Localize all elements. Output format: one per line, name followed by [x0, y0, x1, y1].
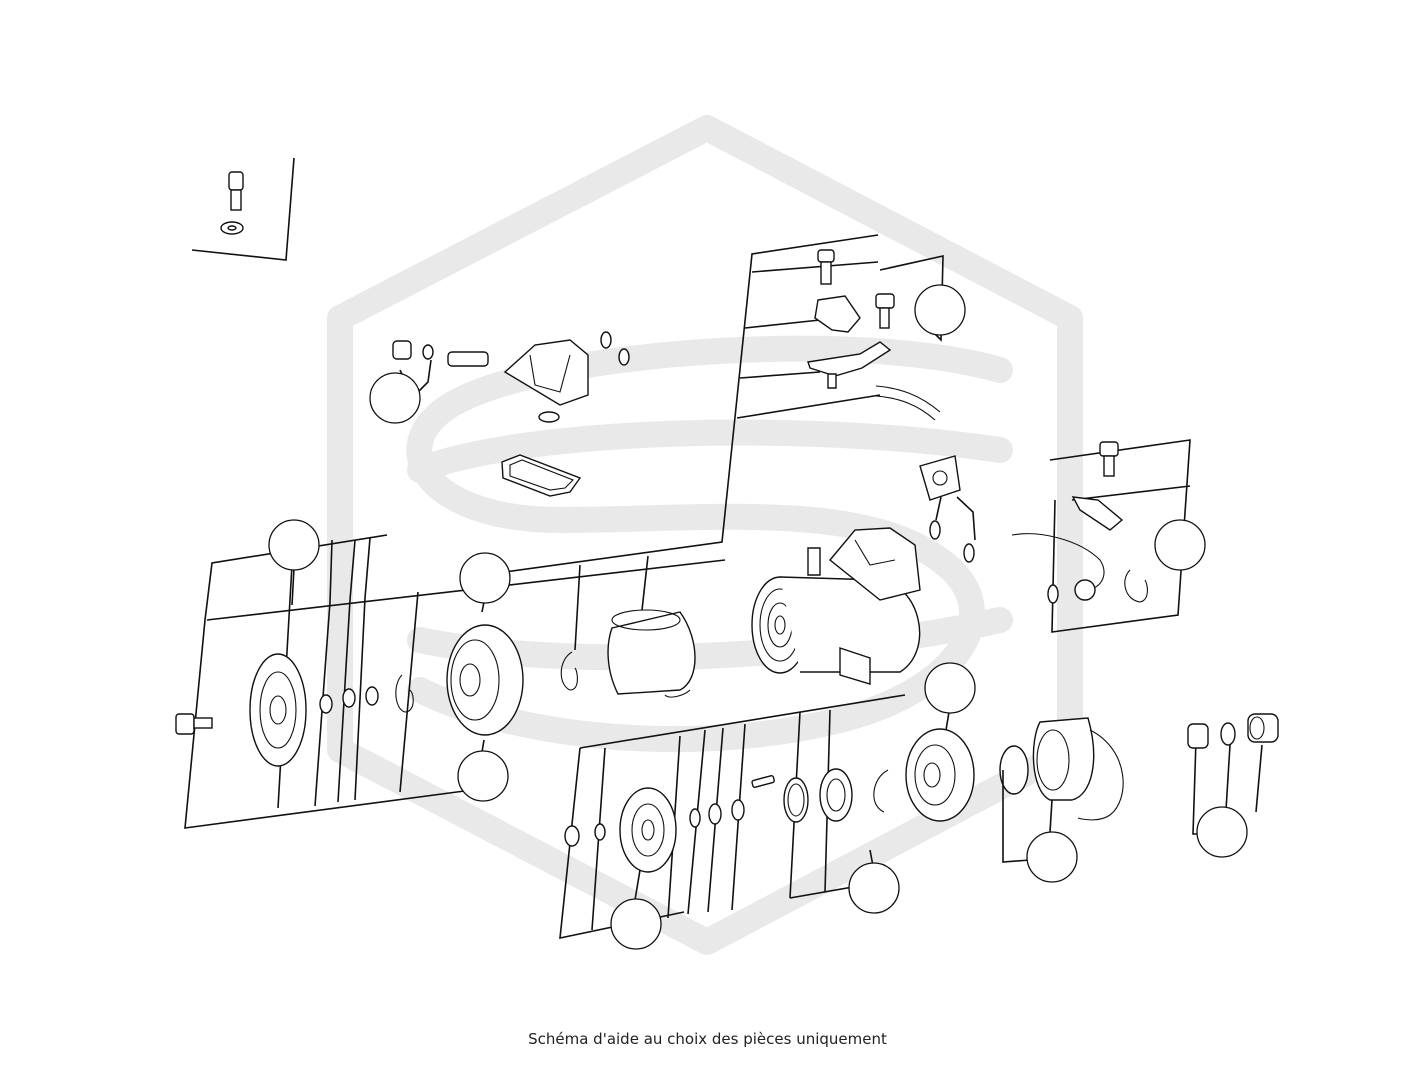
callout-circle[interactable] [459, 552, 511, 604]
callout-circle[interactable] [914, 284, 966, 336]
callout-circle[interactable] [268, 519, 320, 571]
callout-circle[interactable] [610, 898, 662, 950]
bracket-group [504, 234, 944, 573]
callout-circle[interactable] [1026, 831, 1078, 883]
front-clutch-group [175, 534, 726, 829]
rear-valve-group [392, 331, 630, 497]
callout-circle[interactable] [369, 372, 421, 424]
compressor-body [751, 455, 976, 685]
fitting-group [1187, 713, 1279, 835]
callout-circle[interactable] [457, 750, 509, 802]
callout-circle[interactable] [848, 862, 900, 914]
callout-circle[interactable] [1196, 806, 1248, 858]
diagram-caption: Schéma d'aide au choix des pièces unique… [528, 1030, 887, 1048]
callouts [268, 284, 1248, 950]
bolt-washer-group [191, 157, 295, 261]
watermark-logo-icon [327, 115, 1083, 955]
callout-circle[interactable] [924, 662, 976, 714]
lower-clutch-group [559, 694, 1124, 940]
callout-circle[interactable] [1154, 519, 1206, 571]
thermal-switch-group [1011, 439, 1191, 633]
